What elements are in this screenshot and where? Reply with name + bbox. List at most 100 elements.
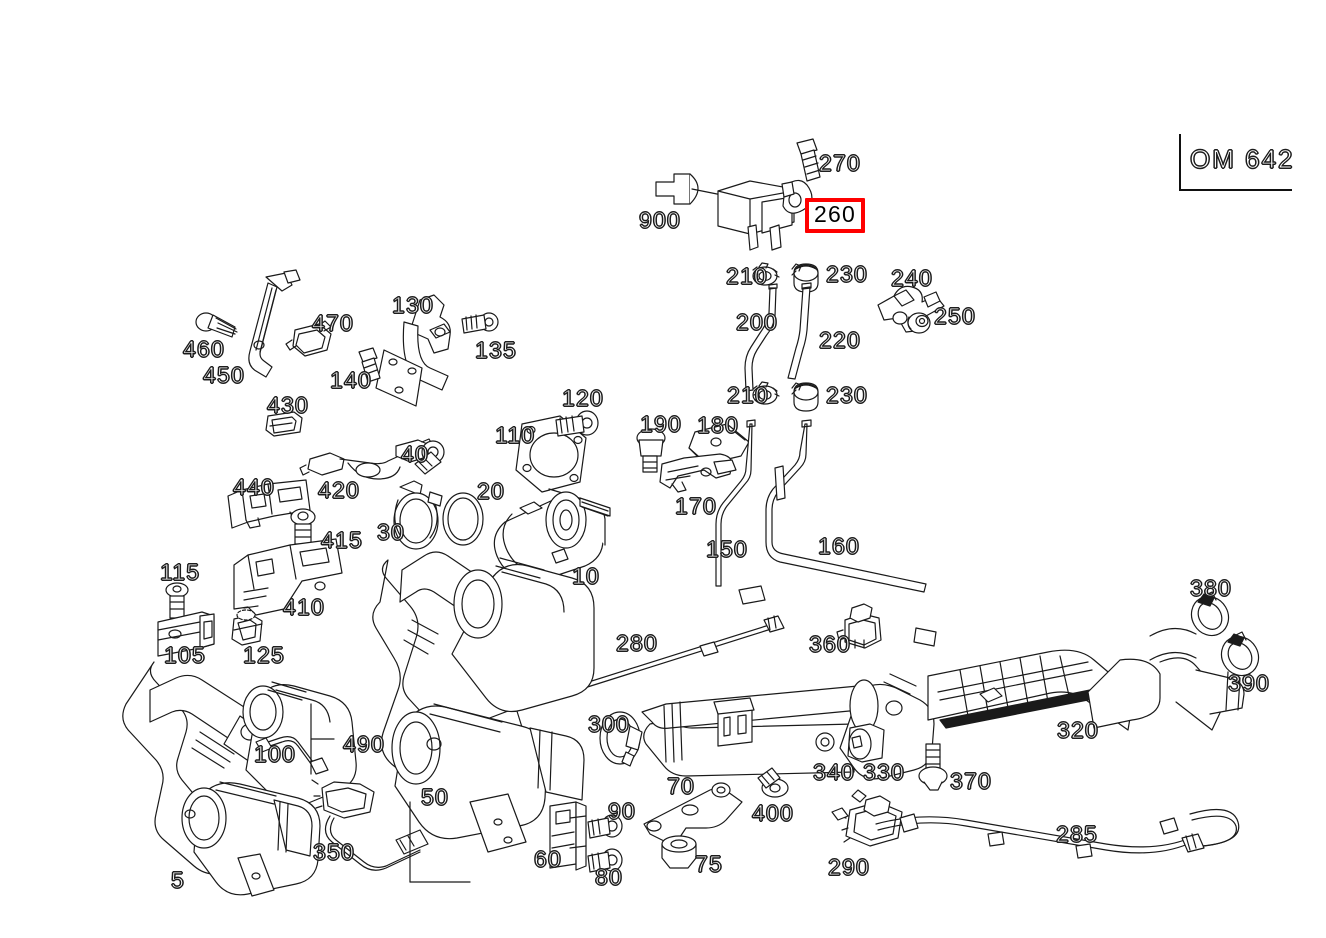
callout-label: 100 [254,741,296,767]
callout-label: 230 [826,261,868,287]
callout-label: 450 [203,362,245,388]
part-120-bolt [555,410,599,437]
callout-label: 70 [667,773,695,799]
part-370-bolt [918,743,948,791]
callout-label: 390 [1228,670,1270,696]
part-20-seal-ring [442,492,484,546]
callout-label: 180 [697,412,739,438]
callout-label: 115 [159,559,201,585]
callout-label: 140 [330,367,372,393]
callout-label: 80 [595,864,623,890]
part-170-bracket [659,453,737,493]
callout-label: 460 [183,336,225,362]
part-380-390-clamps [1149,591,1260,677]
part-130-bracket [375,294,451,407]
part-220-vacuum-hose [787,282,812,380]
callout-label: 150 [706,536,748,562]
part-150-160-vacuum-lines [715,419,937,647]
callout-label: 230 [826,382,868,408]
part-115-bolt [165,582,189,619]
callout-label: 490 [343,731,385,757]
callout-label: 350 [313,839,355,865]
part-350-sensor-harness [311,779,429,871]
part-330-rubber-mount [847,723,885,763]
callout-label: 240 [891,265,933,291]
part-40-bolt [414,440,445,475]
part-250-nut [907,312,931,334]
part-240-vacuum-element [877,285,945,333]
part-125-clip [231,609,263,646]
part-190-bolt [636,428,666,473]
engine-tag-label: OM 642 [1190,144,1295,175]
callout-label-highlighted: 260 [805,198,865,233]
part-270-bolt [796,138,821,182]
callout-label: 220 [819,327,861,353]
part-490-leader [310,703,335,775]
part-110-flange [515,415,587,493]
callout-label: 50 [421,784,449,810]
callout-label: 210 [726,263,768,289]
callout-label: 135 [475,337,517,363]
part-260-pressure-converter [717,179,813,251]
callout-label: 320 [1057,717,1099,743]
part-75-nut [661,835,697,869]
part-210-hose-clamps [752,262,780,405]
part-450-bracket [248,269,301,378]
part-230-hose-clamps [791,263,819,412]
callout-label: 190 [640,411,682,437]
part-470-clip [285,320,332,357]
part-320-center-muffler [641,649,1245,780]
callout-label: 10 [572,563,600,589]
misc-connector [831,807,849,821]
callout-label: 105 [164,642,206,668]
callout-label: 200 [736,309,778,335]
part-135-bolt [461,312,499,334]
part-360-sensor [836,603,882,649]
callout-label: 420 [318,477,360,503]
callout-label: 415 [321,527,363,553]
part-200-vacuum-hose [744,283,778,392]
callout-label: 90 [608,798,636,824]
callout-label: 410 [283,594,325,620]
part-140-bolt [358,347,381,383]
callout-label: 270 [819,150,861,176]
part-50-diesel-particulate-filter [372,551,595,883]
part-80-bolt [587,848,623,873]
part-430-clip [265,411,303,437]
part-180-plate [688,423,750,465]
callout-label: 75 [695,851,723,877]
part-410-heat-shield [233,538,343,616]
callout-label: 370 [950,768,992,794]
part-460-bolt [195,312,238,338]
callout-label: 250 [934,303,976,329]
callout-label: 360 [809,631,851,657]
part-90-bolt [587,814,623,839]
callout-label: 160 [818,533,860,559]
part-30-clamp [393,480,443,550]
callout-label: 210 [727,382,769,408]
part-100-sensor [255,736,329,775]
callout-label: 300 [588,711,630,737]
callout-label: 285 [1056,821,1098,847]
part-60-bracket [549,801,587,871]
part-5-front-catalyst [122,661,357,897]
part-290-285-sensor-lead [839,789,1240,859]
callout-label: 400 [752,800,794,826]
part-300-clamp-seal [599,711,643,767]
callout-label: 60 [534,846,562,872]
engine-tag-frame [1179,134,1292,191]
callout-label: 280 [616,630,658,656]
callout-label: 330 [863,759,905,785]
callout-label: 380 [1190,575,1232,601]
callout-label: 30 [377,519,405,545]
callout-label: 430 [267,392,309,418]
callout-label: 290 [828,854,870,880]
part-400-bolt [757,767,789,798]
callout-label: 170 [675,493,717,519]
callout-label: 110 [494,422,536,448]
callout-label: 20 [477,478,505,504]
callout-label: 40 [401,441,429,467]
callout-label: 120 [562,385,604,411]
part-340-washer [815,732,835,752]
